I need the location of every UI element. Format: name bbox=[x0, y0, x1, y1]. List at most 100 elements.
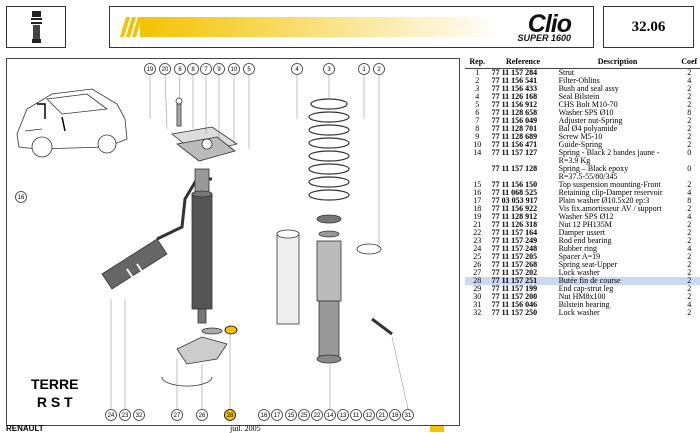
cell-coef: 4 bbox=[687, 76, 692, 85]
cell-desc: Rubber ring bbox=[558, 244, 597, 253]
cell-ref: 77 11 157 250 bbox=[491, 308, 538, 317]
shock-absorber-icon bbox=[31, 11, 42, 43]
col-coef: Coef bbox=[678, 58, 700, 69]
cell-rep: 16 bbox=[473, 188, 482, 197]
cell-desc: Nut HM8x100 bbox=[558, 292, 606, 301]
cell-desc: Damper ussert bbox=[558, 228, 605, 237]
cell-rep: 10 bbox=[473, 140, 482, 149]
cell-ref: 77 11 128 912 bbox=[491, 212, 538, 221]
callout-2: 2 bbox=[373, 63, 385, 75]
cell-desc: Filter-Ohlins bbox=[558, 76, 600, 85]
cell-coef: 8 bbox=[687, 108, 692, 117]
cell-ref: 77 11 156 150 bbox=[491, 180, 538, 189]
callout-9: 9 bbox=[213, 63, 225, 75]
cell-coef: 4 bbox=[687, 212, 692, 221]
table-row[interactable]: R=37.5-55/80/345 bbox=[465, 173, 700, 181]
super1600-logo: SUPER 1600 bbox=[517, 33, 571, 43]
callout-21: 21 bbox=[376, 409, 388, 421]
car-illustration bbox=[16, 88, 128, 158]
cell-desc: Spacer A=19 bbox=[558, 252, 601, 261]
cell-ref: 77 11 126 168 bbox=[491, 92, 538, 101]
svg-text:6: 6 bbox=[178, 67, 182, 73]
cell-desc: Washer SPS Ø10 bbox=[558, 108, 614, 117]
svg-text:18: 18 bbox=[392, 413, 399, 419]
callout-8: 8 bbox=[187, 63, 199, 75]
cell-rep: 19 bbox=[473, 212, 482, 221]
cell-rep: 18 bbox=[473, 204, 482, 213]
cell-ref: 77 03 053 917 bbox=[491, 196, 538, 205]
callout-20: 20 bbox=[159, 63, 171, 75]
cell-coef: 2 bbox=[687, 140, 692, 149]
svg-text:15: 15 bbox=[288, 413, 295, 419]
cell-desc: Adjuster nut-Spring bbox=[558, 116, 623, 125]
cell-ref: 77 11 126 318 bbox=[491, 220, 538, 229]
callout-23: 23 bbox=[119, 409, 131, 421]
cell-desc: Plain washer Ø10.5x20 ep:3 bbox=[558, 196, 650, 205]
table-row[interactable]: 6 77 11 128 658 Washer SPS Ø10 8 bbox=[465, 109, 700, 117]
svg-text:13: 13 bbox=[340, 413, 347, 419]
col-rep: Rep. bbox=[465, 58, 490, 69]
svg-text:1: 1 bbox=[362, 67, 366, 73]
svg-text:24: 24 bbox=[108, 413, 115, 419]
clio-logo: Clio bbox=[527, 10, 572, 38]
cell-desc: Bilstein bearing bbox=[558, 300, 610, 309]
leader-lines bbox=[110, 74, 409, 410]
cell-ref: 77 11 156 922 bbox=[491, 204, 538, 213]
cell-ref: 77 11 128 658 bbox=[491, 108, 538, 117]
cell-coef: 8 bbox=[687, 196, 692, 205]
cell-desc: Lock washer bbox=[558, 268, 600, 277]
cell-desc: CHS Bolt M10-70 bbox=[558, 100, 618, 109]
cell-coef: 0 bbox=[687, 164, 692, 173]
cell-coef: 2 bbox=[687, 228, 692, 237]
callout-25: 25 bbox=[298, 409, 310, 421]
page-number-box: 32.06 bbox=[603, 6, 694, 48]
svg-text:5: 5 bbox=[247, 67, 251, 73]
footer-date: juil. 2005 bbox=[230, 424, 261, 433]
callout-12: 12 bbox=[363, 409, 375, 421]
cell-rep: 6 bbox=[475, 108, 480, 117]
svg-text:22: 22 bbox=[314, 413, 321, 419]
cell-desc: Seal Bilstein bbox=[558, 92, 600, 101]
cell-coef: 2 bbox=[687, 292, 692, 301]
cell-rep: 27 bbox=[473, 268, 482, 277]
table-row[interactable]: R=3.9 Kg bbox=[465, 157, 700, 165]
svg-text:32: 32 bbox=[136, 413, 143, 419]
cell-desc: Bal Ø4 polyamide bbox=[558, 124, 618, 133]
cell-coef: 2 bbox=[687, 116, 692, 125]
cell-rep bbox=[465, 157, 490, 165]
cell-desc: Screw M5-10 bbox=[558, 132, 603, 141]
svg-text:19: 19 bbox=[147, 67, 154, 73]
callout-26: 26 bbox=[196, 409, 208, 421]
cell-ref: 77 11 156 046 bbox=[491, 300, 538, 309]
cell-coef: 2 bbox=[687, 124, 692, 133]
cell-rep: 24 bbox=[473, 244, 482, 253]
